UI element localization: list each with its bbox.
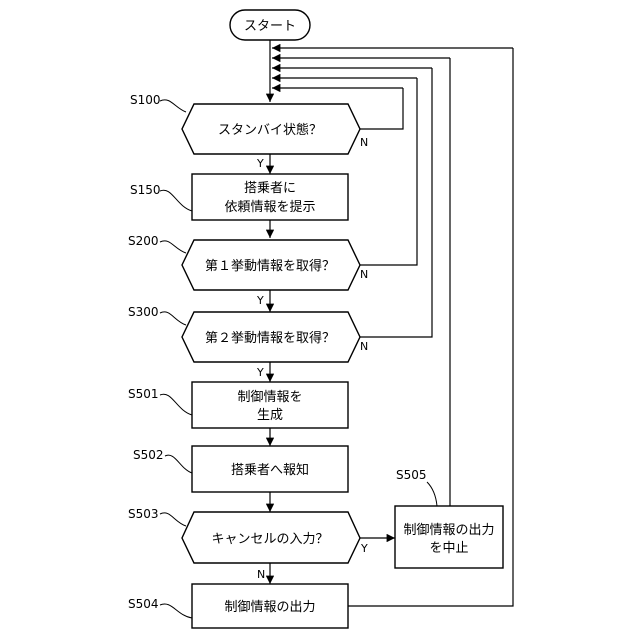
s502-text: 搭乗者へ報知 [231, 462, 309, 478]
start-label: スタート [244, 19, 296, 34]
s503-no-label: N [257, 568, 265, 581]
s503-leader [160, 513, 186, 526]
s100-no-label: N [360, 136, 368, 149]
s200-yes-label: Y [256, 294, 264, 307]
s300-id: S300 [128, 305, 159, 319]
s505-text-line1: 制御情報の出力 [403, 523, 494, 538]
s501-text-line2: 生成 [257, 408, 283, 423]
s100-leader [160, 100, 186, 112]
s300-leader [160, 312, 186, 325]
s504-leader [160, 604, 192, 618]
s150-text-line2: 依頼情報を提示 [224, 199, 315, 215]
s200-id: S200 [128, 234, 159, 248]
s505-leader [427, 482, 437, 506]
s100-no-loop [360, 88, 403, 129]
s503-text: キャンセルの入力？ [211, 532, 328, 547]
s502-leader [165, 455, 192, 473]
s300-no-label: N [360, 340, 368, 353]
s501-text-line1: 制御情報を [237, 390, 302, 405]
s150-id: S150 [130, 183, 161, 197]
s300-yes-label: Y [256, 366, 264, 379]
s503-id: S503 [128, 507, 159, 521]
s504-text: 制御情報の出力 [224, 600, 315, 615]
s501-leader [160, 394, 192, 415]
s300-no-loop [360, 68, 432, 337]
s100-yes-label: Y [256, 157, 264, 170]
s100-text: スタンバイ状態？ [218, 122, 322, 138]
s200-text: 第１挙動情報を取得？ [205, 258, 335, 274]
s100-id: S100 [130, 93, 161, 107]
s200-leader [160, 241, 186, 253]
s150-text-line1: 搭乗者に [244, 180, 296, 196]
s200-no-label: N [360, 268, 368, 281]
s504-id: S504 [128, 597, 159, 611]
s501-id: S501 [128, 387, 159, 401]
s505-id: S505 [396, 468, 427, 482]
s200-no-loop [360, 78, 417, 265]
s150-leader [160, 190, 192, 211]
s503-yes-label: Y [360, 542, 368, 555]
s505-text-line2: を中止 [429, 541, 468, 556]
s300-text: 第２挙動情報を取得？ [205, 330, 335, 346]
s502-id: S502 [133, 448, 164, 462]
